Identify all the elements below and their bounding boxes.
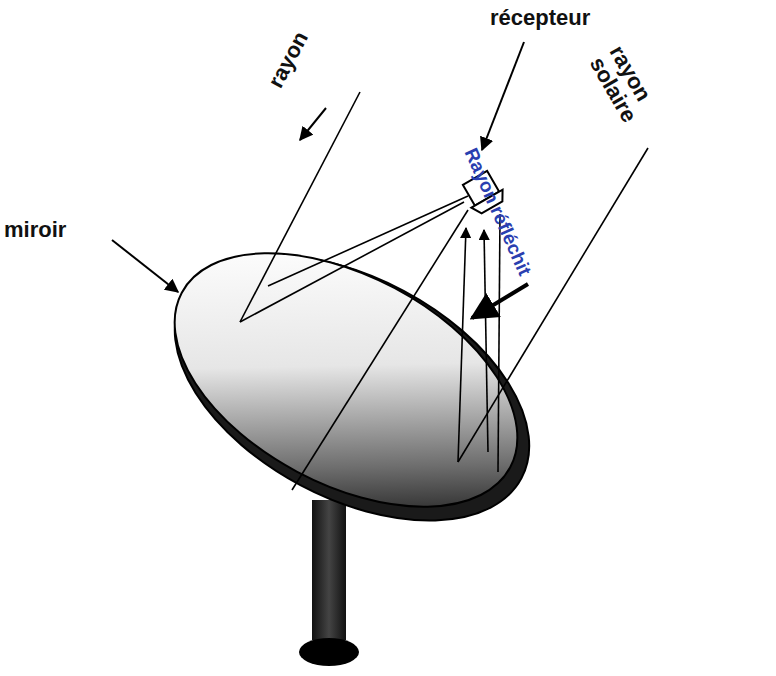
ray-label: rayon — [264, 28, 313, 92]
struts — [268, 196, 500, 490]
mirror-label: miroir — [4, 218, 66, 241]
pole — [312, 500, 346, 640]
ray — [240, 92, 464, 322]
receiver-label: récepteur — [490, 6, 590, 29]
pole-foot — [299, 638, 359, 666]
mirror-dish — [133, 201, 559, 559]
leader-arrows — [112, 42, 528, 318]
solar-ray-label: rayon solaire — [586, 41, 671, 142]
reflected-ray-label: Rayon réfléchit — [461, 145, 535, 279]
